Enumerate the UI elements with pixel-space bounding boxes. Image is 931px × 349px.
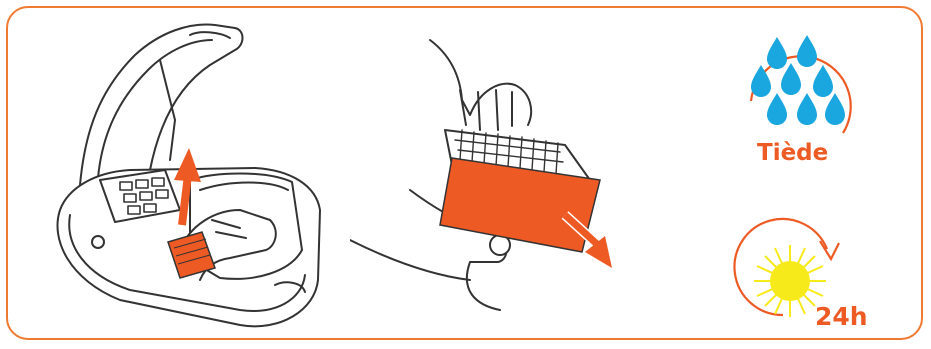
water-drops-icon: Tiède bbox=[715, 15, 885, 175]
vacuum-open-lid-icon bbox=[40, 10, 340, 340]
care-icons: Tiède 24h bbox=[715, 15, 885, 335]
warm-water-label: Tiède bbox=[757, 140, 828, 166]
drying-time-label: 24h bbox=[815, 302, 868, 331]
vacuum-illustration bbox=[40, 10, 340, 340]
filter-illustration bbox=[350, 30, 640, 330]
filter-cartridge-icon bbox=[350, 30, 640, 330]
sun-icon: 24h bbox=[715, 185, 885, 345]
